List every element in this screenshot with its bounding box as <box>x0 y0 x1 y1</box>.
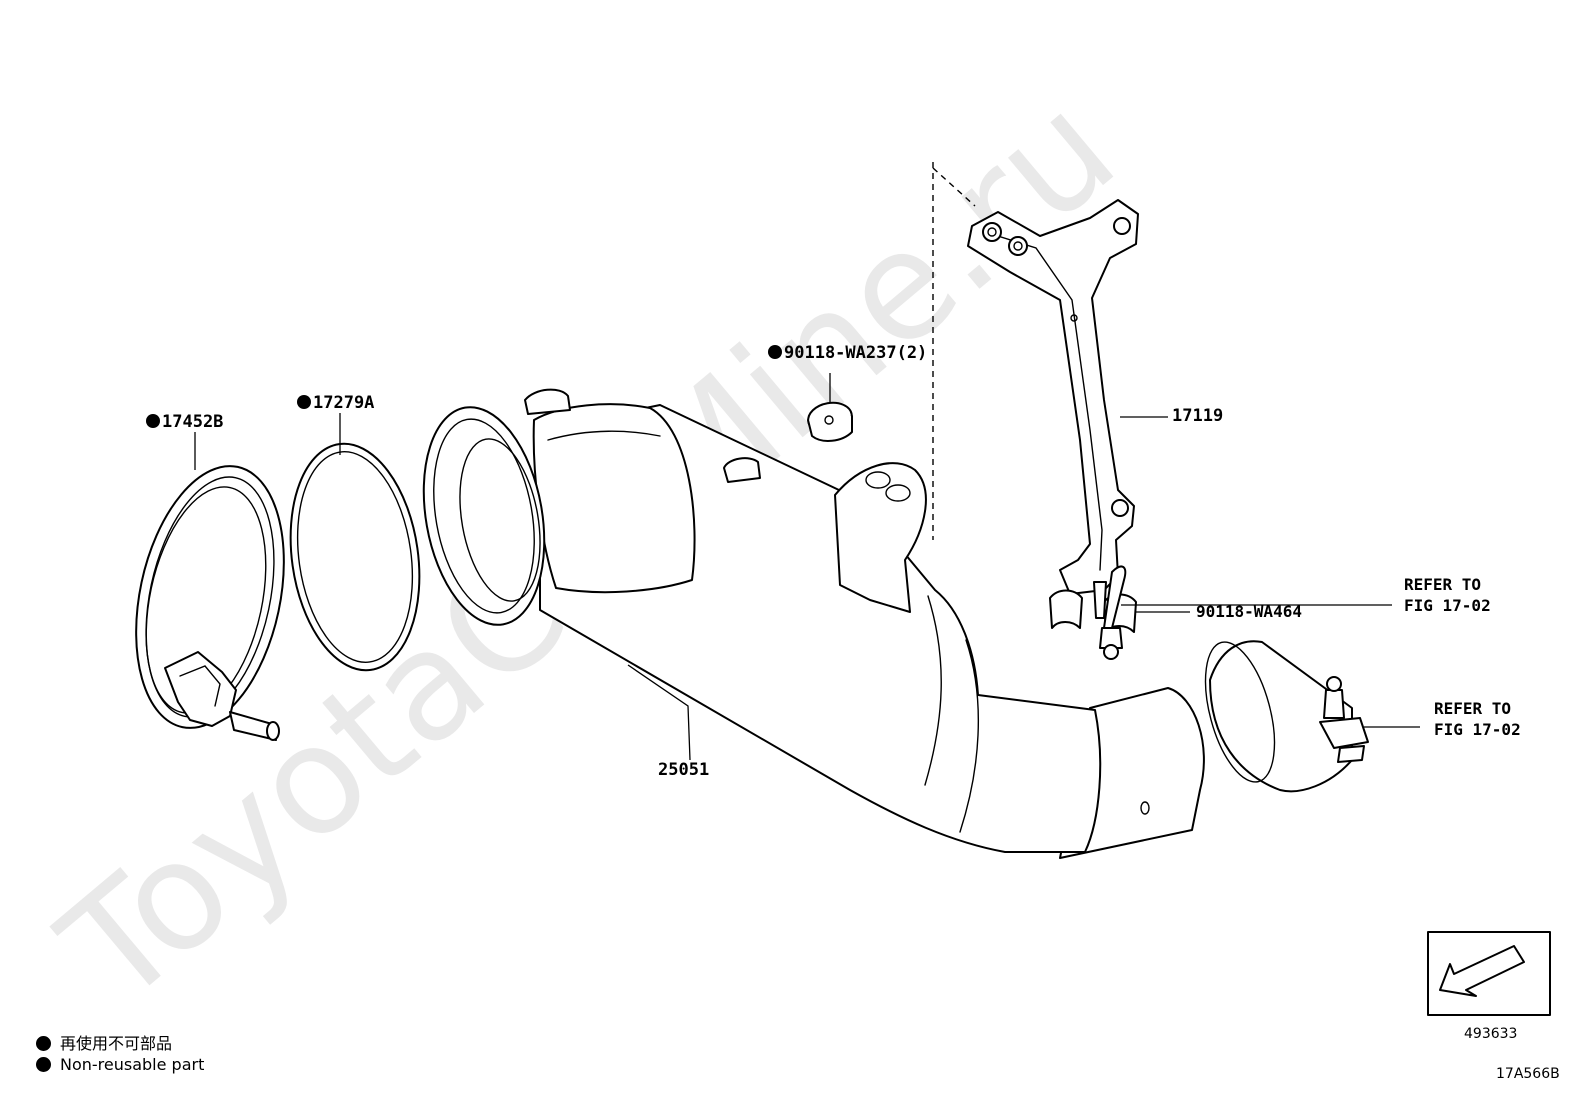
legend-dot <box>36 1036 51 1051</box>
bolt-90118-WA464 <box>1049 589 1137 633</box>
orientation-box <box>1427 931 1551 1016</box>
part-label-gasket: 17279A <box>297 395 374 412</box>
refer-line1: REFER TO <box>1404 575 1482 594</box>
refer-line1: REFER TO <box>1434 699 1512 718</box>
converter-25051 <box>422 388 1205 859</box>
legend-dot <box>36 1057 51 1072</box>
clamp-17452B <box>135 465 285 741</box>
alignment-line <box>932 162 976 540</box>
legend-jp: 再使用不可部品 <box>36 1030 172 1054</box>
part-label-converter: 25051 <box>658 760 710 780</box>
refer-line2: FIG 17-02 <box>1434 720 1521 739</box>
orientation-box-number: 493633 <box>1464 1026 1518 1042</box>
leader-lines <box>194 373 1420 761</box>
refer-callout-clamp: REFER TO FIG 17-02 <box>1434 698 1521 740</box>
part-label-bolt: 90118-WA464 <box>1196 602 1302 621</box>
refer-callout-sensor: REFER TO FIG 17-02 <box>1404 574 1491 616</box>
part-label-nut: 90118-WA237(2) <box>768 345 927 362</box>
figure-code: 17A566B <box>1496 1066 1560 1082</box>
outlet-clamp <box>1204 640 1369 793</box>
oxygen-sensor <box>1093 565 1127 660</box>
part-label-clamp: 17452B <box>146 414 223 431</box>
refer-line2: FIG 17-02 <box>1404 596 1491 615</box>
non-reusable-dot <box>297 395 311 409</box>
nut-90118-WA237 <box>807 401 853 442</box>
legend-en: Non-reusable part <box>36 1055 204 1074</box>
part-label-bracket: 17119 <box>1172 406 1224 426</box>
bracket-17119 <box>967 199 1139 595</box>
non-reusable-dot <box>146 414 160 428</box>
non-reusable-dot <box>768 345 782 359</box>
